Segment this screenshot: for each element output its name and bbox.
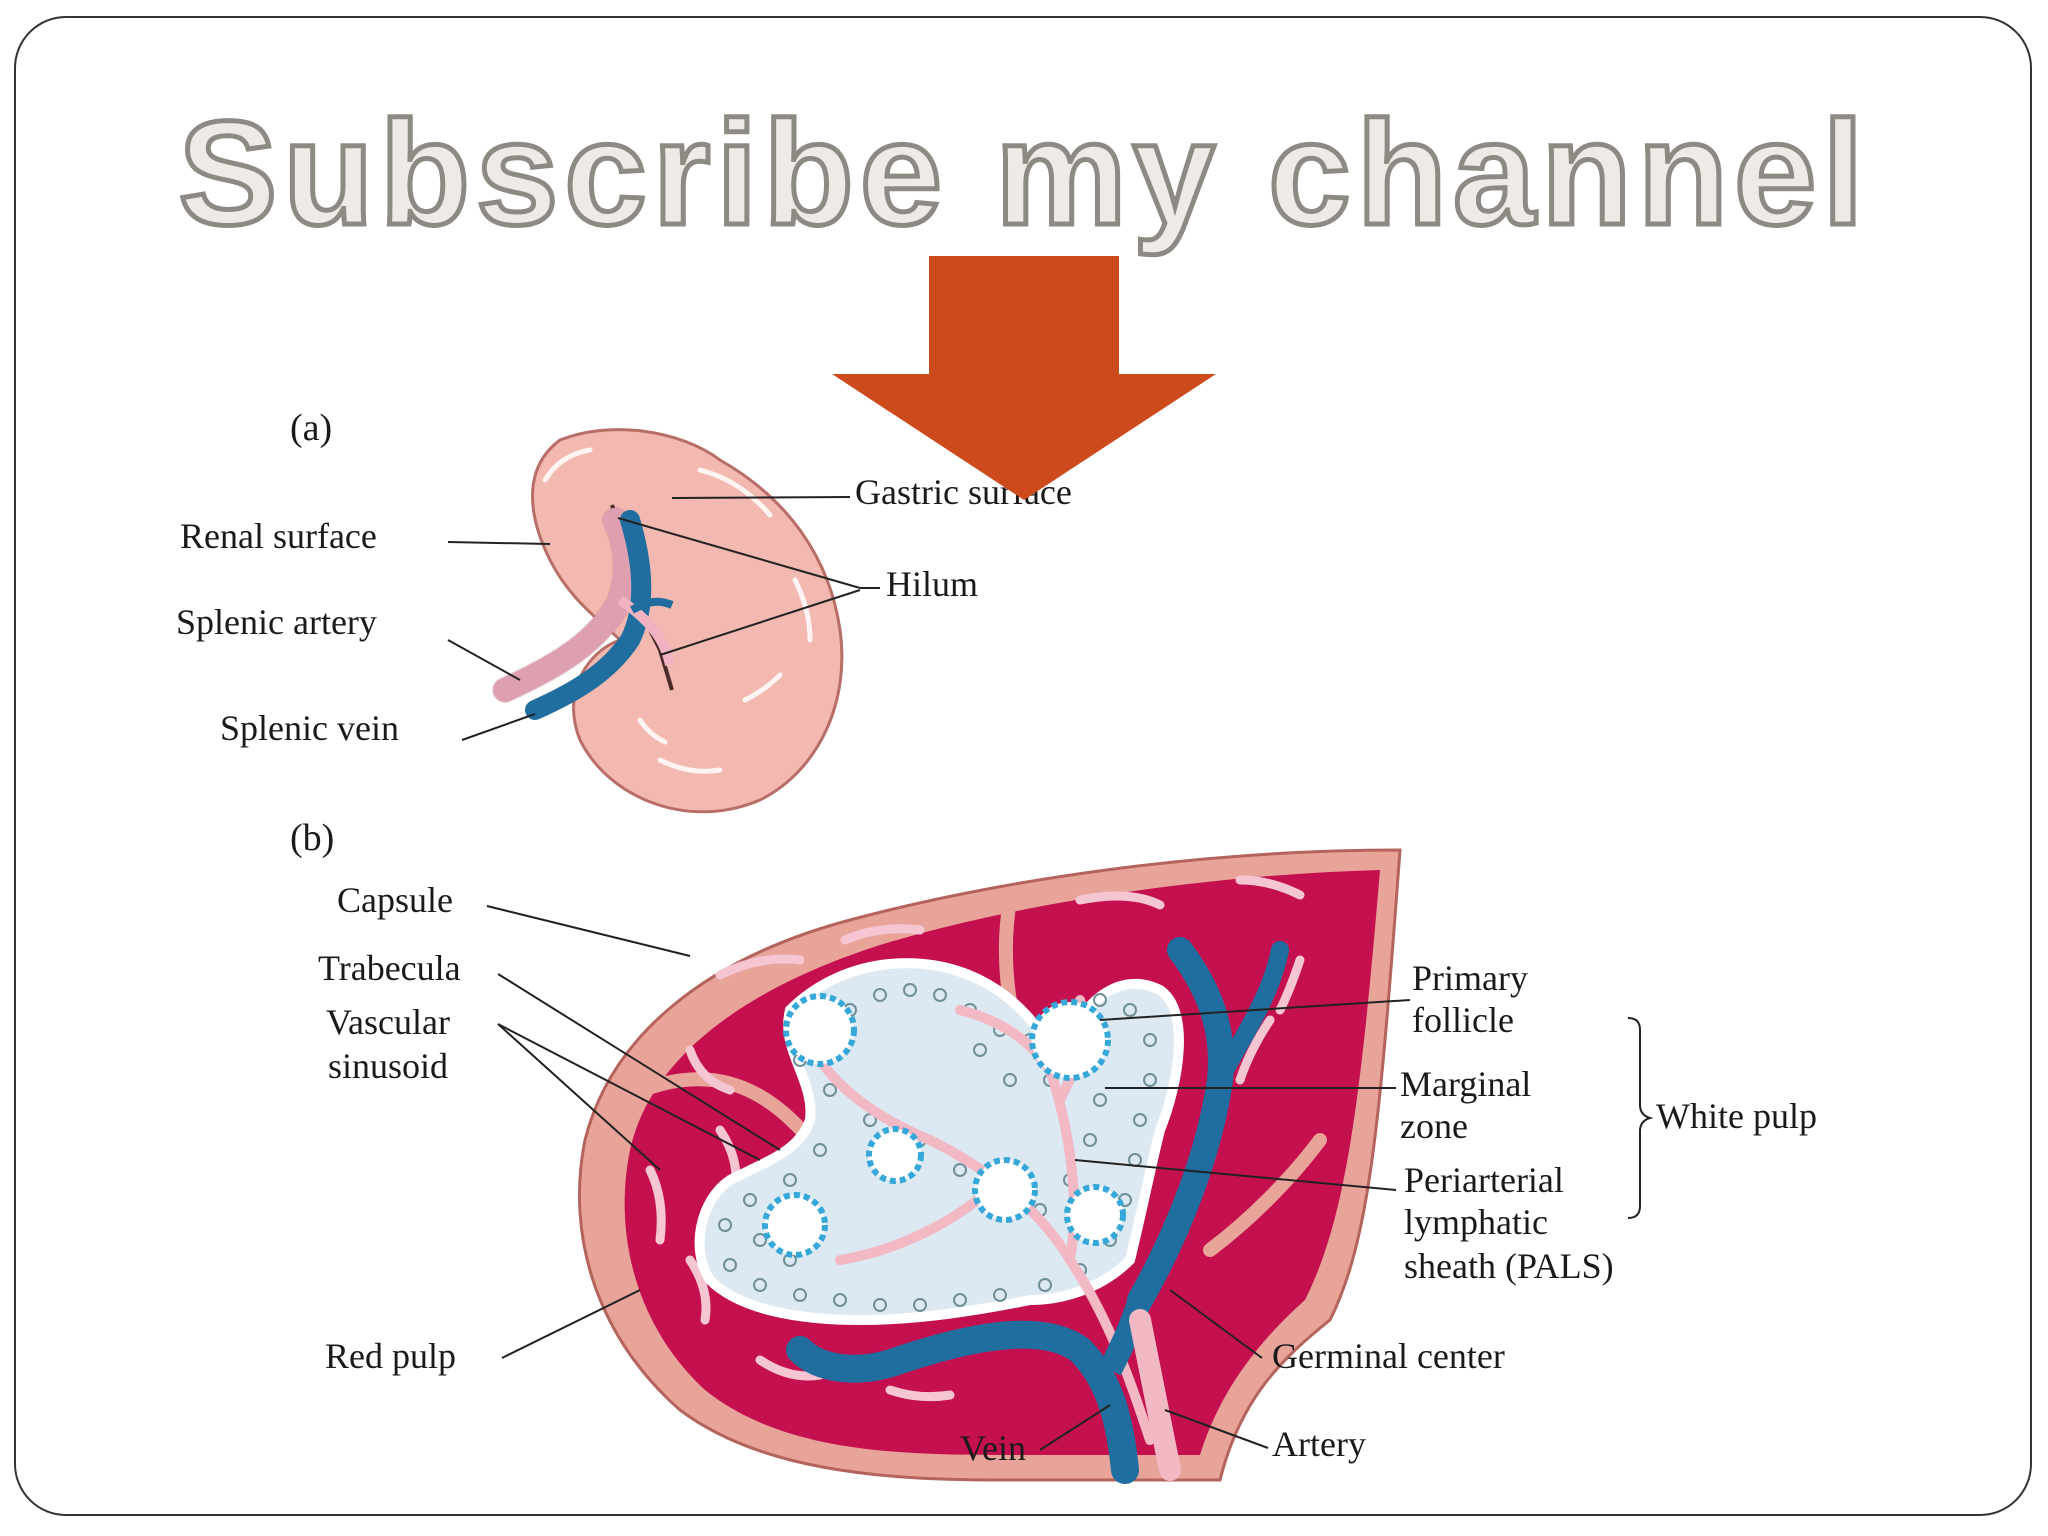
label-marginal: Marginal: [1400, 1064, 1531, 1104]
follicle-2: [1029, 999, 1111, 1081]
label-artery: Artery: [1272, 1424, 1366, 1464]
figure-b-tag: (b): [290, 817, 334, 859]
artery-vessel: [1129, 1309, 1181, 1481]
label-trabecula: Trabecula: [318, 948, 461, 988]
follicle-5: [762, 1192, 828, 1258]
splenic-vein-vessel: [525, 510, 652, 720]
figure-a-tag: (a): [290, 407, 332, 449]
follicle-3: [866, 1126, 924, 1184]
label-capsule: Capsule: [337, 880, 453, 920]
leader-lines-b: [486, 905, 1654, 1451]
label-red-pulp: Red pulp: [325, 1336, 456, 1376]
vein-vessel: [786, 1320, 1139, 1484]
label-sinusoid: sinusoid: [328, 1046, 448, 1086]
follicle-4: [972, 1157, 1038, 1223]
label-vein: Vein: [960, 1428, 1026, 1468]
label-germinal-center: Germinal center: [1272, 1336, 1505, 1376]
follicle-1: [783, 993, 857, 1067]
label-periarterial: Periarterial: [1404, 1160, 1564, 1200]
follicles: [762, 993, 1126, 1258]
label-lymphatic: lymphatic: [1404, 1202, 1548, 1242]
label-primary: Primary: [1412, 958, 1528, 998]
follicle-6: [1064, 1184, 1126, 1246]
label-hilum: Hilum: [886, 564, 978, 604]
label-white-pulp: White pulp: [1656, 1096, 1817, 1136]
label-zone: zone: [1400, 1106, 1468, 1146]
label-splenic-artery: Splenic artery: [176, 602, 377, 642]
label-follicle: follicle: [1412, 1000, 1514, 1040]
figure-b: (b): [290, 817, 1817, 1484]
splenic-artery-vessel: [493, 508, 638, 702]
label-vascular: Vascular: [326, 1002, 450, 1042]
spleen-highlights: [542, 447, 813, 774]
down-arrow-icon: [832, 256, 1216, 500]
label-renal-surface: Renal surface: [180, 516, 377, 556]
figure-a: (a) Renal surface Splenic artery: [176, 407, 1072, 814]
label-pals-sheath: sheath (PALS): [1404, 1246, 1614, 1286]
label-splenic-vein: Splenic vein: [220, 708, 399, 748]
subscribe-headline: Subscribe my channel: [176, 91, 1870, 256]
spleen-organ: [531, 428, 844, 814]
